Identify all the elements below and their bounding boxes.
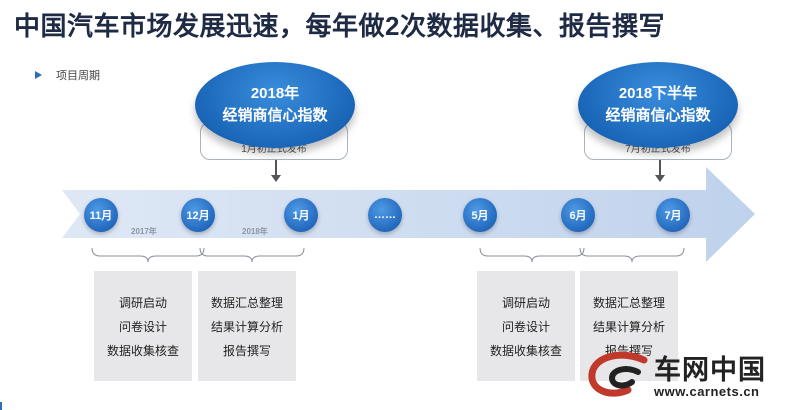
phase-3-line-2: 问卷设计	[501, 319, 550, 334]
timeline-node-dec: 12月	[181, 198, 215, 232]
index-year-2: 2018下半年	[618, 85, 698, 102]
phase-box-4: 数据汇总整理 结果计算分析 报告撰写	[580, 271, 678, 381]
release-note-1: 1月初正式发布	[241, 144, 307, 155]
index-year-1: 2018年	[250, 85, 300, 102]
timeline-node-may: 5月	[463, 198, 497, 232]
index-name-2: 经销商信心指数	[605, 107, 711, 124]
phase-3-line-3: 数据收集核查	[489, 343, 562, 358]
timeline-node-jun: 6月	[561, 198, 595, 232]
timeline-node-nov: 11月	[84, 198, 118, 232]
phase-box-1: 调研启动 问卷设计 数据收集核查	[94, 271, 192, 381]
timeline-node-jan: 1月	[284, 198, 318, 232]
year-label-2017: 2017年	[131, 227, 157, 236]
timeline-node-ellipsis: ……	[368, 198, 402, 232]
page-title: 中国汽车市场发展迅速，每年做2次数据收集、报告撰写	[14, 11, 665, 41]
phase-2-line-2: 结果计算分析	[210, 319, 283, 334]
carnets-logo-icon	[588, 351, 648, 397]
phase-box-3: 调研启动 问卷设计 数据收集核查	[477, 271, 575, 381]
timeline-node-jul: 7月	[656, 198, 690, 232]
phase-2-line-3: 报告撰写	[222, 343, 271, 358]
phase-4-line-1: 数据汇总整理	[592, 295, 665, 310]
phase-3-line-1: 调研启动	[501, 295, 550, 310]
section-label: 项目周期	[56, 70, 100, 82]
index-name-1: 经销商信心指数	[222, 107, 328, 124]
bullet-triangle-icon	[35, 71, 42, 79]
phase-4-line-2: 结果计算分析	[592, 319, 665, 334]
index-ellipse-1: 2018年 经销商信心指数	[195, 62, 355, 148]
phase-1-line-2: 问卷设计	[118, 319, 167, 334]
carnets-logo: 车网中国 www.carnets.cn	[582, 346, 792, 404]
phase-box-2: 数据汇总整理 结果计算分析 报告撰写	[198, 271, 296, 381]
corner-mark	[0, 402, 2, 410]
phase-2-line-1: 数据汇总整理	[210, 295, 283, 310]
phase-1-line-1: 调研启动	[118, 295, 167, 310]
index-ellipse-2: 2018下半年 经销商信心指数	[578, 62, 738, 148]
release-note-2: 7月初正式发布	[625, 144, 691, 155]
release-arrow-1	[271, 160, 281, 182]
carnets-logo-url: www.carnets.cn	[654, 384, 760, 399]
release-arrow-2	[655, 160, 665, 182]
phase-1-line-3: 数据收集核查	[106, 343, 179, 358]
year-label-2018: 2018年	[242, 227, 268, 236]
section-header: 项目周期	[35, 67, 100, 83]
carnets-logo-text: 车网中国	[654, 355, 766, 385]
